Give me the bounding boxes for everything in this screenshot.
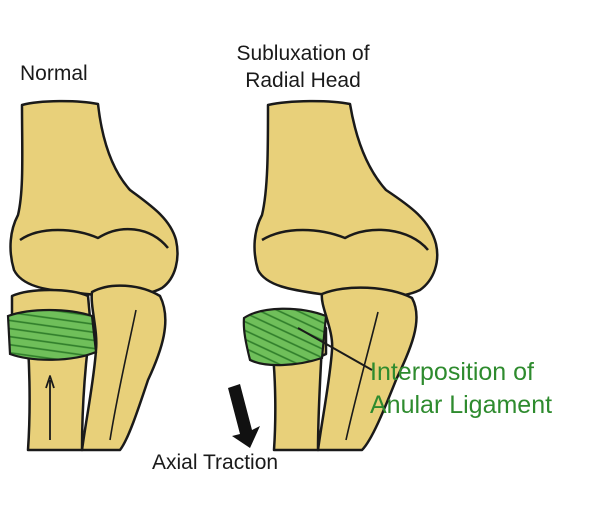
interposed-anular-ligament xyxy=(242,307,328,367)
subluxation-label: Subluxation of Radial Head xyxy=(213,40,393,94)
subluxed-ulna-ridge xyxy=(345,311,379,441)
normal-radial-neck-arrow xyxy=(45,375,55,440)
normal-label: Normal xyxy=(20,62,88,85)
normal-humerus-condyle xyxy=(19,227,169,249)
subluxation-label-line2: Radial Head xyxy=(245,69,361,92)
subluxed-humerus xyxy=(253,99,439,300)
interposition-label-line2: Anular Ligament xyxy=(370,391,553,419)
axial-traction-label: Axial Traction xyxy=(152,451,279,474)
subluxed-ulna xyxy=(316,286,418,452)
interposition-pointer-line xyxy=(297,327,373,371)
normal-humerus xyxy=(9,99,179,298)
normal-elbow xyxy=(9,99,179,452)
normal-anular-ligament xyxy=(6,308,98,361)
interposition-label: Interposition of Anular Ligament xyxy=(370,356,552,422)
subluxed-radius-shaft xyxy=(270,343,324,452)
axial-traction-arrow-icon xyxy=(228,384,260,448)
subluxation-label-line1: Subluxation of xyxy=(236,42,370,65)
subluxed-humerus-condyle xyxy=(261,228,429,251)
normal-radius-shaft xyxy=(26,343,90,452)
normal-ulna-ridge xyxy=(109,309,137,441)
interposition-label-line1: Interposition of xyxy=(370,358,534,386)
